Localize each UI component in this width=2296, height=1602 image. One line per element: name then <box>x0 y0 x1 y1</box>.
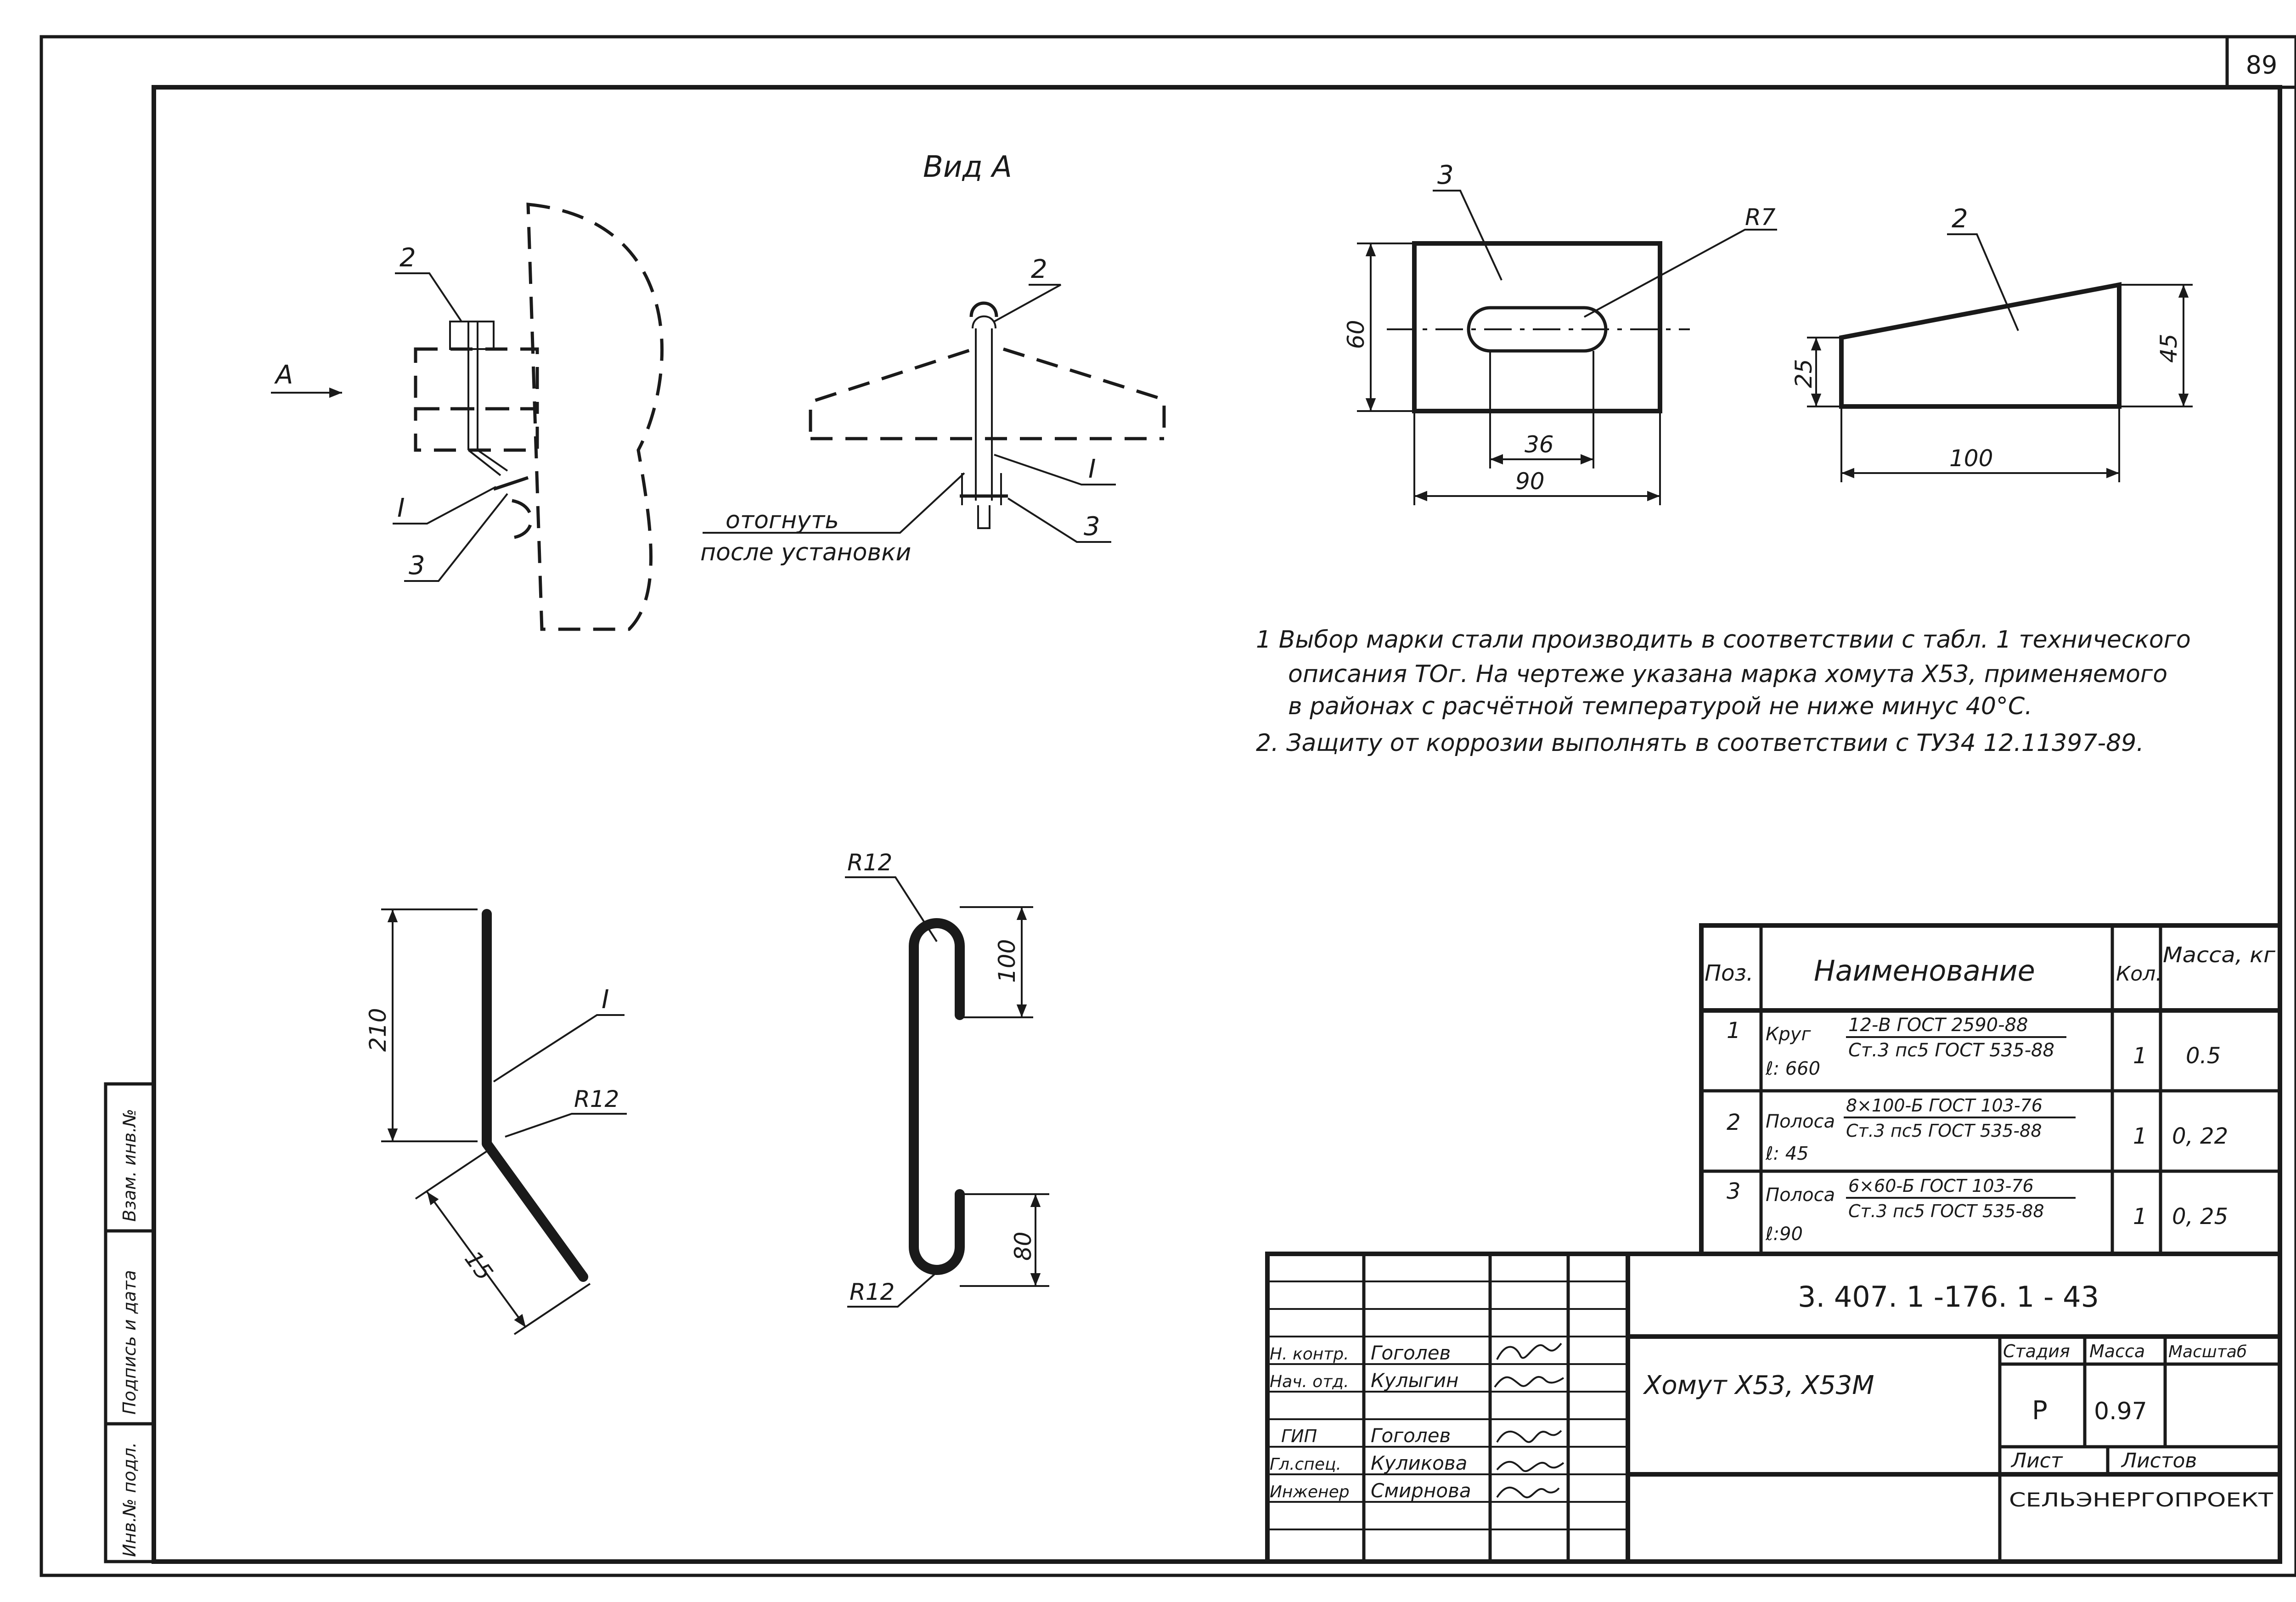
part1-radius: R12 <box>574 1086 619 1112</box>
hook-dim-bottom: 80 <box>1010 1231 1036 1261</box>
part1-dim-height: 210 <box>365 1008 391 1052</box>
plate-2: 25 45 100 2 <box>1790 204 2193 482</box>
side-view: 2 I 3 отогнуть после установки <box>700 254 1166 566</box>
side-stamp: Взам. инв.№ Подпись и дата Инв.№ подл. <box>104 1082 156 1563</box>
spec-row-3-pos: 3 <box>1727 1179 1741 1204</box>
signer-role-5: Инженер <box>1270 1483 1350 1501</box>
doc-code: 3. 407. 1 -176. 1 - 43 <box>1798 1280 2099 1314</box>
spec-row-2-name: Полоса <box>1766 1111 1835 1132</box>
sheet-frame: 89 <box>39 35 2296 1577</box>
view-a-title: Вид А <box>923 150 1012 184</box>
spec-row-1-qty: 1 <box>2133 1043 2147 1069</box>
spec-row-3-qty: 1 <box>2133 1204 2147 1230</box>
note-line-3: в районах с расчётной температурой не ни… <box>1288 693 2032 720</box>
hook-radius-bottom: R12 <box>850 1279 895 1305</box>
view-a-callout-2: 2 <box>400 243 416 273</box>
organization: СЕЛЬЭНЕРГОПРОЕКТ <box>2009 1489 2273 1511</box>
spec-row-2: 2 Полоса 8×100-Б ГОСТ 103-76 Ст.3 пс5 ГО… <box>1727 1095 2228 1164</box>
plate3-radius: R7 <box>1745 204 1776 231</box>
spec-row-2-top: 8×100-Б ГОСТ 103-76 <box>1846 1095 2043 1116</box>
side-view-callout-2: 2 <box>1031 254 1047 284</box>
part1-dim-slant: 15 <box>459 1246 498 1286</box>
view-a-callout-3: 3 <box>409 551 425 581</box>
spec-row-2-length: ℓ: 45 <box>1765 1143 1809 1164</box>
signer-role-4: Гл.спец. <box>1270 1455 1341 1474</box>
plate2-callout: 2 <box>1952 204 1968 234</box>
signer-name-2: Кулыгин <box>1371 1369 1459 1392</box>
page-number: 89 <box>2246 51 2278 79</box>
spec-row-2-qty: 1 <box>2133 1123 2147 1149</box>
plate2-dim-length: 100 <box>1949 445 1993 472</box>
notes: 1 Выбор марки стали производить в соотве… <box>1256 626 2191 757</box>
side-view-callout-1: I <box>1088 454 1096 484</box>
spec-row-1: 1 Круг 12-В ГОСТ 2590-88 Ст.3 пс5 ГОСТ 5… <box>1727 1015 2221 1079</box>
plate-3: 60 36 90 3 R7 <box>1343 160 1777 505</box>
signer-role-2: Нач. отд. <box>1270 1372 1349 1391</box>
side-stamp-field3: Взам. инв.№ <box>119 1109 140 1222</box>
sheet-label: Лист <box>2010 1449 2063 1472</box>
signer-role-3: ГИП <box>1281 1426 1317 1446</box>
stage-label: Стадия <box>2003 1341 2070 1361</box>
spec-row-3: 3 Полоса 6×60-Б ГОСТ 103-76 Ст.3 пс5 ГОС… <box>1727 1176 2228 1245</box>
plate3-dim-width: 90 <box>1515 468 1545 495</box>
side-view-note-line2: после установки <box>700 539 911 566</box>
note-line-2: описания ТОг. На чертеже указана марка х… <box>1288 660 2167 688</box>
side-view-callout-3: 3 <box>1084 512 1100 542</box>
spec-row-1-top: 12-В ГОСТ 2590-88 <box>1848 1015 2028 1036</box>
part1-callout: I <box>602 985 609 1015</box>
plate3-dim-height: 60 <box>1343 320 1369 349</box>
part-1-bar: 210 15 I R12 <box>365 908 627 1335</box>
side-stamp-field2: Подпись и дата <box>119 1270 140 1415</box>
product-name: Хомут Х53, Х53М <box>1643 1371 1874 1400</box>
spec-row-2-bottom: Ст.3 пс5 ГОСТ 535-88 <box>1846 1121 2042 1141</box>
part-hook: 100 80 R12 R12 <box>845 849 1049 1308</box>
spec-row-2-pos: 2 <box>1727 1110 1741 1135</box>
spec-row-2-mass: 0, 22 <box>2172 1123 2228 1149</box>
spec-header-name: Наименование <box>1814 954 2035 987</box>
signer-role-1: Н. контр. <box>1270 1345 1349 1364</box>
hook-radius-top: R12 <box>847 849 892 876</box>
signer-name-5: Смирнова <box>1371 1479 1471 1502</box>
sheets-label: Листов <box>2121 1449 2197 1472</box>
spec-row-1-pos: 1 <box>1727 1018 1741 1044</box>
view-a-arrow-label: А <box>274 360 293 390</box>
signer-name-4: Куликова <box>1371 1452 1467 1474</box>
hook-dim-top: 100 <box>994 939 1020 983</box>
view-a: Вид А А 2 I 3 <box>271 150 1012 631</box>
side-view-note-line1: отогнуть <box>726 507 839 534</box>
spec-row-3-mass: 0, 25 <box>2172 1204 2228 1230</box>
spec-header-qty: Кол. <box>2116 962 2162 986</box>
spec-row-1-length: ℓ: 660 <box>1765 1058 1820 1079</box>
spec-row-1-name: Круг <box>1766 1024 1811 1045</box>
title-block: 3. 407. 1 -176. 1 - 43 Хомут Х53, Х53М С… <box>1265 1252 2282 1564</box>
plate2-dim-right: 45 <box>2155 333 2182 363</box>
view-a-callout-1: I <box>397 493 405 523</box>
spec-row-3-name: Полоса <box>1766 1185 1835 1206</box>
signer-name-1: Гоголев <box>1371 1342 1451 1364</box>
spec-row-3-top: 6×60-Б ГОСТ 103-76 <box>1848 1176 2034 1196</box>
spec-row-1-mass: 0.5 <box>2186 1043 2221 1069</box>
plate2-dim-left: 25 <box>1790 359 1817 388</box>
note-line-4: 2. Защиту от коррозии выполнять в соотве… <box>1256 729 2144 757</box>
stage-value: Р <box>2032 1396 2048 1426</box>
signer-name-3: Гоголев <box>1371 1424 1451 1447</box>
spec-row-3-bottom: Ст.3 пс5 ГОСТ 535-88 <box>1848 1201 2044 1221</box>
spec-table: Поз. Наименование Кол. Масса, кг 1 Круг … <box>1699 923 2282 1256</box>
mass-value: 0.97 <box>2094 1398 2147 1425</box>
mass-label: Масса <box>2089 1341 2145 1361</box>
scale-label: Масштаб <box>2168 1343 2247 1361</box>
side-stamp-field1: Инв.№ подл. <box>119 1442 140 1557</box>
spec-row-3-length: ℓ:90 <box>1765 1224 1803 1245</box>
signature-marks <box>1494 1343 1564 1499</box>
spec-row-1-bottom: Ст.3 пс5 ГОСТ 535-88 <box>1848 1040 2054 1061</box>
plate3-dim-slot: 36 <box>1525 431 1554 458</box>
plate3-callout: 3 <box>1437 160 1454 190</box>
spec-header-mass: Масса, кг <box>2163 942 2276 967</box>
spec-header-pos: Поз. <box>1705 960 1753 986</box>
note-line-1: 1 Выбор марки стали производить в соотве… <box>1256 626 2191 654</box>
